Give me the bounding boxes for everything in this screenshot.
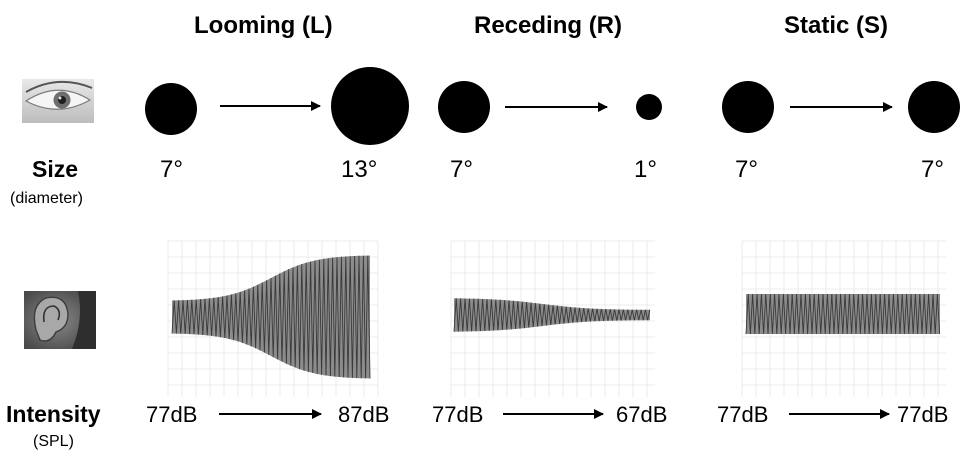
intensity-sublabel: (SPL)	[33, 433, 74, 450]
looming-size-end: 13°	[341, 156, 378, 183]
looming-waveform	[167, 240, 379, 397]
looming-db-end: 87dB	[338, 402, 390, 427]
size-label: Size	[32, 156, 79, 182]
looming-signal	[171, 255, 371, 379]
receding-title: Receding (R)	[474, 12, 623, 39]
static-db-end: 77dB	[897, 402, 949, 427]
receding-disk-start	[438, 81, 490, 133]
intensity-label: Intensity	[6, 401, 101, 427]
looming-envelope	[172, 255, 370, 379]
looming-db-start: 77dB	[146, 402, 198, 427]
receding-size-start: 7°	[450, 156, 473, 183]
static-db-start: 77dB	[717, 402, 769, 427]
looming-title: Looming (L)	[194, 12, 333, 39]
static-disk-end	[908, 81, 960, 133]
looming-size-start: 7°	[160, 156, 183, 183]
receding-size-end: 1°	[634, 156, 657, 183]
receding-signal	[453, 298, 651, 332]
looming-disk-start	[145, 83, 197, 135]
static-title: Static (S)	[784, 12, 889, 39]
static-size-start: 7°	[735, 156, 758, 183]
receding-db-start: 77dB	[432, 402, 484, 427]
static-disk-start	[722, 81, 774, 133]
receding-disk-end	[636, 94, 662, 120]
ear-icon	[24, 291, 96, 349]
receding-db-end: 67dB	[616, 402, 668, 427]
size-sublabel: (diameter)	[10, 190, 83, 207]
static-signal	[745, 293, 941, 335]
static-waveform	[741, 240, 946, 397]
looming-disk-end	[331, 67, 409, 145]
eye-icon	[22, 79, 94, 123]
receding-waveform	[450, 240, 655, 397]
static-size-end: 7°	[921, 156, 944, 183]
